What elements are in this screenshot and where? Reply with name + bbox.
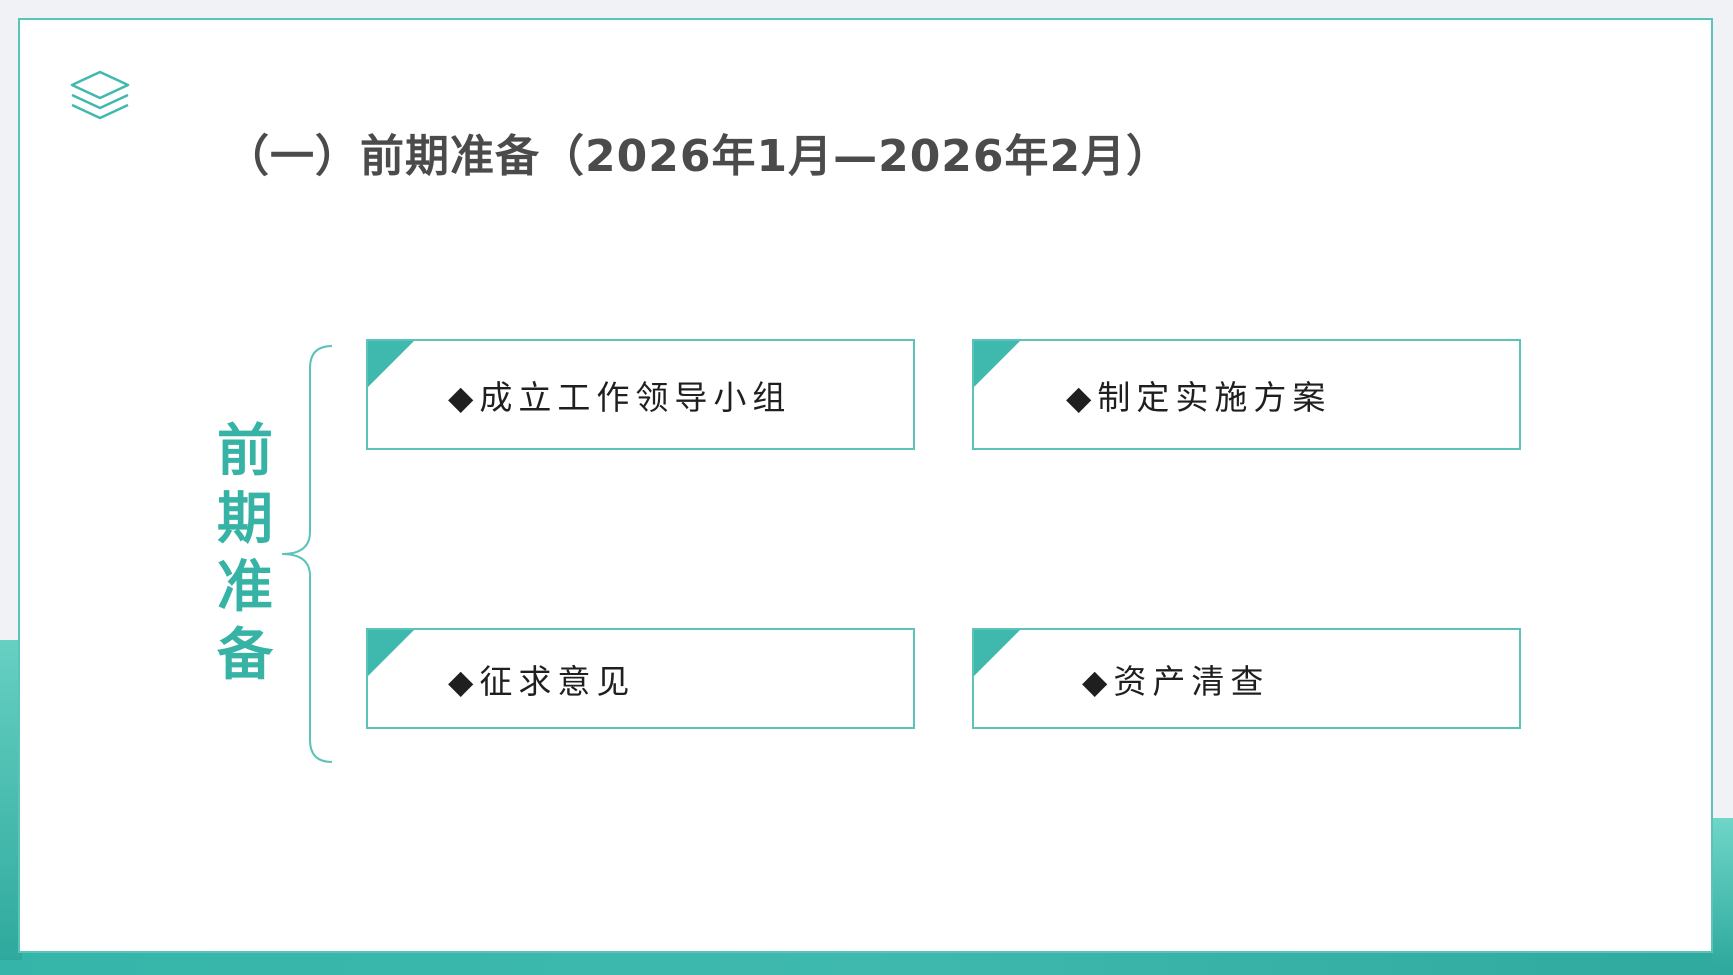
- layers-icon: [70, 70, 130, 120]
- slide-panel: （一）前期准备（2026年1月—2026年2月） 前期准备: [18, 18, 1713, 953]
- right-decor-shape: [1712, 818, 1733, 968]
- item-card: ◆成立工作领导小组: [366, 339, 915, 450]
- card-corner-accent: [368, 630, 414, 676]
- item-label: ◆资产清查: [1082, 661, 1270, 701]
- bracket-connector: [282, 345, 333, 763]
- card-corner-accent: [974, 630, 1020, 676]
- card-corner-accent: [974, 341, 1020, 387]
- bottom-decor-band: [0, 950, 1733, 975]
- item-card: ◆制定实施方案: [972, 339, 1521, 450]
- side-label: 前期准备: [217, 419, 273, 688]
- item-card: ◆征求意见: [366, 628, 915, 729]
- page-title: （一）前期准备（2026年1月—2026年2月）: [225, 131, 1172, 182]
- item-label: ◆成立工作领导小组: [448, 377, 792, 417]
- left-decor-shape: [0, 640, 22, 960]
- item-label: ◆制定实施方案: [1066, 377, 1332, 417]
- item-label: ◆征求意见: [448, 661, 636, 701]
- card-corner-accent: [368, 341, 414, 387]
- item-card: ◆资产清查: [972, 628, 1521, 729]
